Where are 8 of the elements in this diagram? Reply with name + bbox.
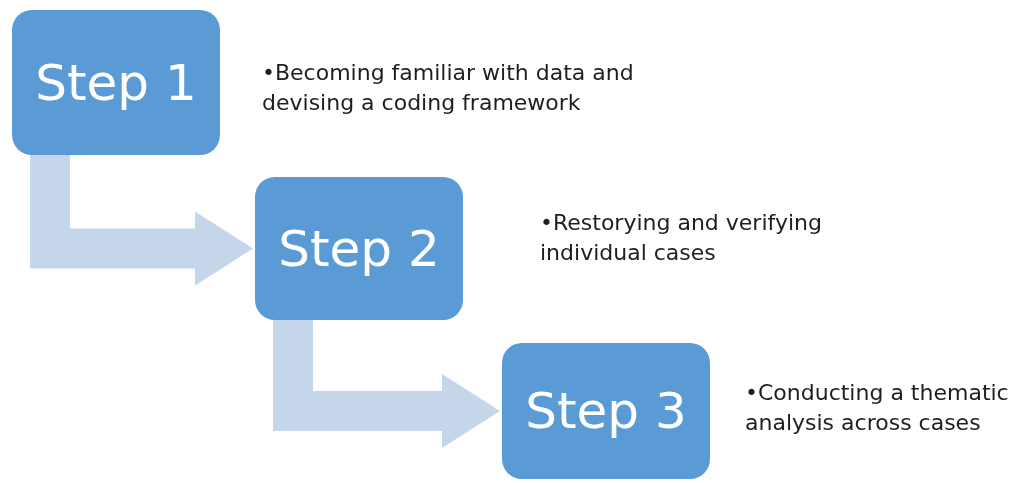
description-text: •Restorying and verifying individual cases <box>540 209 823 267</box>
step-box: Step 1 <box>12 10 220 155</box>
description-text: •Becoming familiar with data and devising a coding framework <box>262 59 635 117</box>
bent-arrow <box>30 155 253 286</box>
step-box: Step 3 <box>502 343 710 479</box>
bent-arrow <box>273 320 500 448</box>
description-text: •Conducting a thematic analysis across cases <box>745 379 1010 437</box>
step-box: Step 2 <box>255 177 463 320</box>
